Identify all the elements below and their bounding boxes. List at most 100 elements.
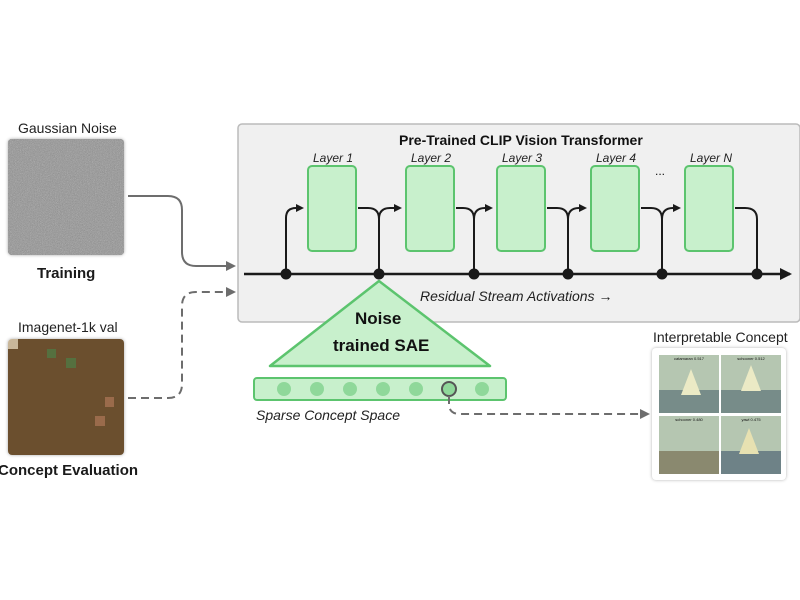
mosaic-cell <box>8 445 18 455</box>
mosaic-cell <box>85 416 95 426</box>
mosaic-cell <box>85 445 95 455</box>
mosaic-cell <box>75 406 86 417</box>
layer-label-1: Layer 1 <box>313 151 354 165</box>
layer-label-n: Layer N <box>690 151 733 165</box>
mosaic-cell <box>95 435 105 446</box>
mosaic-cell <box>104 339 115 349</box>
mosaic-cell <box>46 358 57 368</box>
mosaic-cell <box>66 435 76 446</box>
mosaic-cell <box>37 426 47 436</box>
stream-node-3 <box>468 268 480 280</box>
mosaic-cell <box>114 416 124 426</box>
mosaic-cell <box>85 435 95 446</box>
mosaic-cell <box>37 358 47 368</box>
mosaic-cell <box>17 348 28 359</box>
mosaic-cell <box>8 377 18 388</box>
mosaic-cell <box>95 339 105 349</box>
mosaic-cell <box>66 377 76 388</box>
mosaic-cell <box>95 387 105 397</box>
mosaic-cell <box>75 387 86 397</box>
mosaic-cell <box>66 406 76 417</box>
mosaic-cell <box>85 358 95 368</box>
mosaic-cell <box>66 348 76 359</box>
mosaic-cell <box>85 387 95 397</box>
mosaic-cell <box>95 377 105 388</box>
sae-label-line1: Noise <box>355 309 402 328</box>
layer-block-n <box>684 165 734 252</box>
concept-tile: yawl 0.475 <box>721 416 781 474</box>
residual-stream-label: Residual Stream Activations → <box>420 288 613 304</box>
mosaic-cell <box>27 358 37 368</box>
interpretable-concept-grid: catamaran 0.517 schooner 0.512 schooner … <box>652 348 786 480</box>
mosaic-cell <box>56 387 66 397</box>
layer-label-3: Layer 3 <box>502 151 543 165</box>
mosaic-cell <box>66 358 76 368</box>
mosaic-cell <box>17 339 28 349</box>
mosaic-cell <box>75 377 86 388</box>
mosaic-cell <box>114 387 124 397</box>
training-label: Training <box>37 265 96 282</box>
mosaic-cell <box>46 406 57 417</box>
mosaic-cell <box>17 426 28 436</box>
mosaic-cell <box>8 416 18 426</box>
sparse-concept-label: Sparse Concept Space <box>256 407 400 423</box>
concept-evaluation-label: Concept Evaluation <box>0 462 139 479</box>
mosaic-cell <box>8 406 18 417</box>
layer-label-4: Layer 4 <box>596 151 637 165</box>
mosaic-cell <box>46 416 57 426</box>
mosaic-cell <box>114 406 124 417</box>
sparse-node <box>376 382 390 396</box>
layer-block-2 <box>405 165 455 252</box>
sparse-node <box>310 382 324 396</box>
mosaic-cell <box>75 348 86 359</box>
layer-ellipsis: ... <box>655 164 666 178</box>
mosaic-cell <box>104 358 115 368</box>
sparse-node-highlighted <box>441 381 457 397</box>
mosaic-cell <box>37 445 47 455</box>
mosaic-cell <box>104 416 115 426</box>
sae-label-line2: trained SAE <box>333 336 430 355</box>
mosaic-cell <box>27 445 37 455</box>
mosaic-cell <box>17 358 28 368</box>
stream-node-1 <box>280 268 292 280</box>
transformer-title: Pre-Trained CLIP Vision Transformer <box>399 132 643 148</box>
layer-label-2: Layer 2 <box>411 151 452 165</box>
mosaic-cell <box>75 445 86 455</box>
mosaic-cell <box>56 358 66 368</box>
mosaic-cell <box>66 397 76 407</box>
mosaic-cell <box>66 339 76 349</box>
mosaic-cell <box>46 435 57 446</box>
mosaic-cell <box>37 406 47 417</box>
mosaic-cell <box>114 339 124 349</box>
sparse-node <box>409 382 423 396</box>
mosaic-cell <box>104 387 115 397</box>
training-arrow <box>128 195 236 271</box>
mosaic-cell <box>46 426 57 436</box>
mosaic-cell <box>95 348 105 359</box>
mosaic-cell <box>8 358 18 368</box>
mosaic-cell <box>66 416 76 426</box>
concept-tile: schooner 0.512 <box>721 355 781 413</box>
mosaic-cell <box>37 348 47 359</box>
mosaic-cell <box>75 426 86 436</box>
mosaic-cell <box>114 368 124 378</box>
mosaic-cell <box>27 397 37 407</box>
mosaic-cell <box>85 406 95 417</box>
mosaic-cell <box>75 368 86 378</box>
mosaic-cell <box>104 348 115 359</box>
mosaic-cell <box>95 358 105 368</box>
mosaic-cell <box>104 426 115 436</box>
mosaic-cell <box>46 377 57 388</box>
mosaic-cell <box>37 368 47 378</box>
mosaic-cell <box>27 339 37 349</box>
mosaic-cell <box>46 368 57 378</box>
mosaic-cell <box>95 406 105 417</box>
evaluation-arrow <box>128 287 236 399</box>
mosaic-cell <box>75 435 86 446</box>
mosaic-cell <box>27 426 37 436</box>
mosaic-cell <box>114 445 124 455</box>
mosaic-cell <box>95 368 105 378</box>
mosaic-cell <box>114 377 124 388</box>
mosaic-cell <box>37 435 47 446</box>
mosaic-cell <box>8 339 18 349</box>
